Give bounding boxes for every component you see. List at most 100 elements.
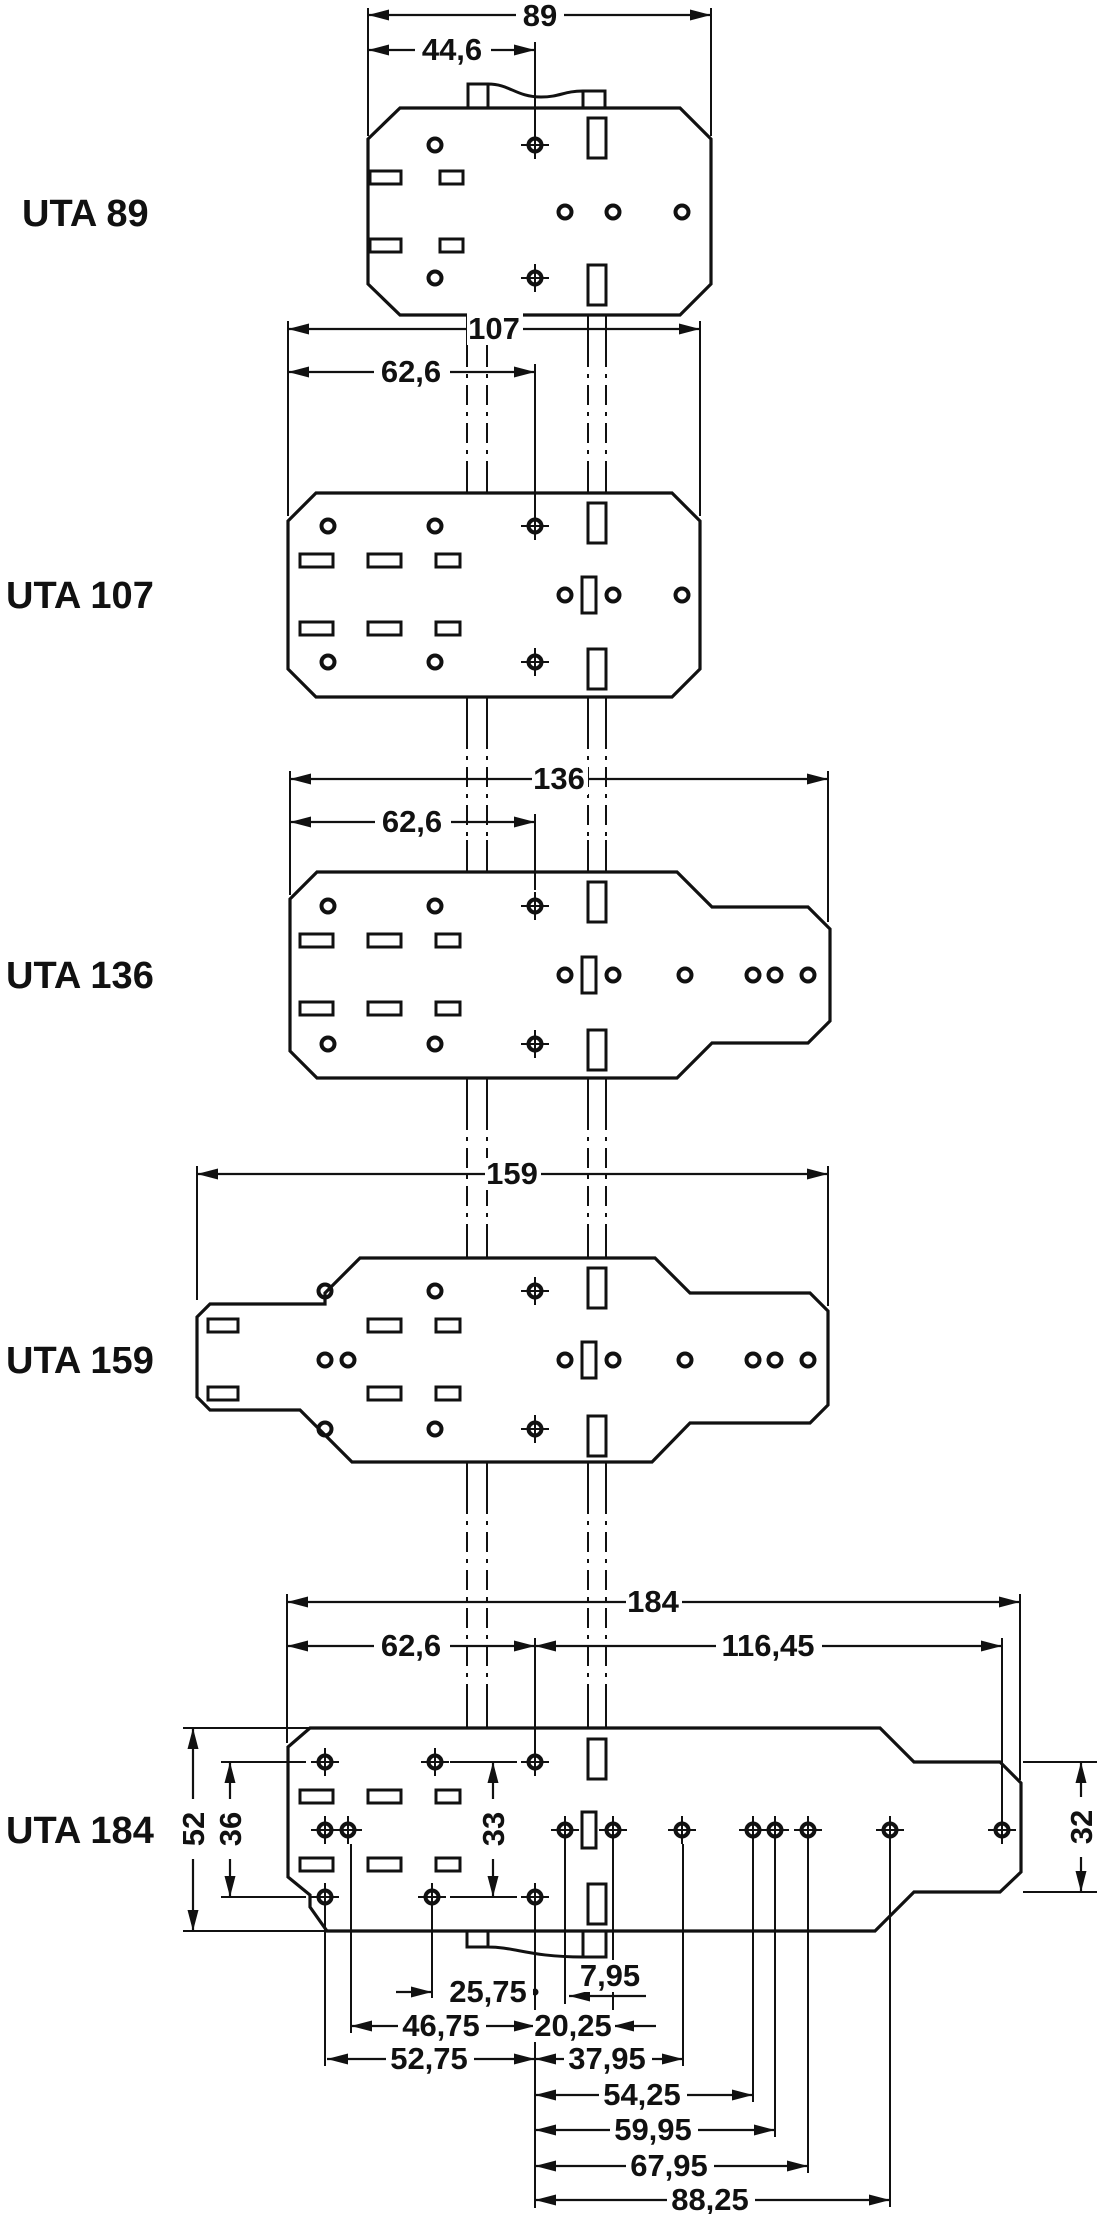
- slot-h: [366, 1000, 403, 1017]
- dim-uta184-height-36: 36: [213, 1762, 248, 1897]
- arrow-right-icon: [999, 1596, 1020, 1608]
- label-uta-136: UTA 136: [6, 955, 154, 997]
- label-uta-184: UTA 184: [6, 1810, 154, 1852]
- dim-uta184-inner-left: 62,6: [287, 1628, 535, 1663]
- plate-outline: [195, 1256, 830, 1464]
- arrow-left-icon: [613, 2020, 634, 2032]
- arrow-down-icon: [224, 1876, 236, 1897]
- dim-text: 44,6: [422, 32, 482, 67]
- dim-chain-20-25: 20,25: [533, 2008, 656, 2043]
- arrow-left-icon: [535, 2089, 556, 2101]
- arrow-right-icon: [662, 2053, 683, 2065]
- slot-v: [586, 263, 608, 307]
- dim-uta107-inner: 62,6: [288, 354, 535, 389]
- dim-text: 52: [176, 1812, 211, 1846]
- arrow-right-icon: [981, 1640, 1002, 1652]
- plate-uta-136: [288, 870, 832, 1080]
- slot-h: [298, 620, 335, 637]
- slot-h: [434, 1000, 462, 1017]
- dim-text: 36: [213, 1812, 248, 1846]
- dim-chain-46-75: 46,75: [351, 2008, 535, 2043]
- arrow-up-icon: [187, 1728, 199, 1749]
- dim-uta136-overall: 136: [290, 761, 828, 796]
- extension-lines: [183, 8, 1097, 2208]
- dim-uta184-height-32: 32: [1064, 1762, 1098, 1892]
- slot-h: [368, 237, 403, 254]
- dim-chain-52-75: 52,75: [327, 2041, 535, 2076]
- arrow-left-icon: [288, 366, 309, 378]
- arrow-left-icon: [535, 2124, 556, 2136]
- plate-outline: [286, 1726, 1023, 1933]
- slot-h: [438, 169, 465, 186]
- dim-text: 184: [627, 1584, 679, 1619]
- dim-dot: [531, 1988, 539, 1996]
- arrow-left-icon: [535, 2053, 556, 2065]
- dim-uta159-overall: 159: [197, 1156, 828, 1191]
- slot-h: [434, 932, 462, 949]
- arrow-right-icon: [732, 2089, 753, 2101]
- dim-text: 54,25: [603, 2077, 681, 2112]
- arrow-right-icon: [411, 1986, 432, 1998]
- arrow-left-icon: [368, 44, 389, 56]
- dim-text: 46,75: [402, 2008, 480, 2043]
- arrow-right-icon: [807, 773, 828, 785]
- dim-text: 32: [1064, 1810, 1098, 1844]
- dim-chain-59-95: 59,95: [535, 2112, 775, 2147]
- dim-chain-37-95: 37,95: [535, 2041, 683, 2076]
- dim-chain-88-25: 88,25: [535, 2182, 890, 2214]
- slot-h: [366, 552, 403, 569]
- arrow-left-icon: [535, 2160, 556, 2172]
- slot-h: [206, 1385, 240, 1402]
- dim-text: 136: [533, 761, 585, 796]
- arrow-up-icon: [224, 1762, 236, 1783]
- slot-center: [580, 575, 598, 615]
- slot-h: [434, 620, 462, 637]
- arrow-right-icon: [514, 816, 535, 828]
- dim-chain-7-95: 7,95: [569, 1958, 649, 2002]
- plate-uta-107: [286, 491, 702, 699]
- slot-v: [586, 1028, 608, 1072]
- arrow-left-icon: [290, 773, 311, 785]
- slot-v: [586, 647, 608, 691]
- slot-h: [434, 1385, 462, 1402]
- arrow-right-icon: [514, 1640, 535, 1652]
- dim-uta107-overall: 107: [288, 311, 700, 346]
- slot-h: [434, 552, 462, 569]
- slot-v: [586, 880, 608, 924]
- din-foot-profile: [465, 1931, 608, 1959]
- slot-h: [366, 620, 403, 637]
- plate-uta-159: [195, 1256, 830, 1464]
- dim-chain-54-25: 54,25: [535, 2077, 753, 2112]
- arrow-down-icon: [1075, 1871, 1087, 1892]
- plate-uta-184: [286, 1726, 1023, 1959]
- arrow-left-icon: [287, 1596, 308, 1608]
- dim-uta89-overall: 89: [368, 0, 711, 33]
- dim-text: 33: [476, 1812, 511, 1846]
- slot-center: [580, 1340, 598, 1380]
- arrow-left-icon: [197, 1168, 218, 1180]
- arrow-left-icon: [368, 9, 389, 21]
- centerlines: [466, 315, 607, 1728]
- arrow-right-icon: [514, 366, 535, 378]
- arrow-down-icon: [187, 1910, 199, 1931]
- slot-v: [586, 1266, 608, 1310]
- dim-text: 20,25: [534, 2008, 612, 2043]
- slot-h: [434, 1788, 462, 1805]
- dim-text: 62,6: [381, 354, 441, 389]
- dim-uta184-height-52: 52: [176, 1728, 211, 1931]
- arrow-right-icon: [869, 2194, 890, 2206]
- plate-outline: [366, 106, 713, 317]
- slot-v: [586, 1414, 608, 1458]
- extension-lines-top-dims: [196, 8, 1021, 1818]
- slot-v: [586, 501, 608, 545]
- dim-text: 62,6: [382, 804, 442, 839]
- arrow-left-icon: [327, 2053, 348, 2065]
- arrow-right-icon: [807, 1168, 828, 1180]
- arrow-right-icon: [754, 2124, 775, 2136]
- dim-text: 59,95: [614, 2112, 692, 2147]
- dim-text: 116,45: [721, 1628, 814, 1663]
- slot-h: [298, 552, 335, 569]
- arrow-right-icon: [514, 2053, 535, 2065]
